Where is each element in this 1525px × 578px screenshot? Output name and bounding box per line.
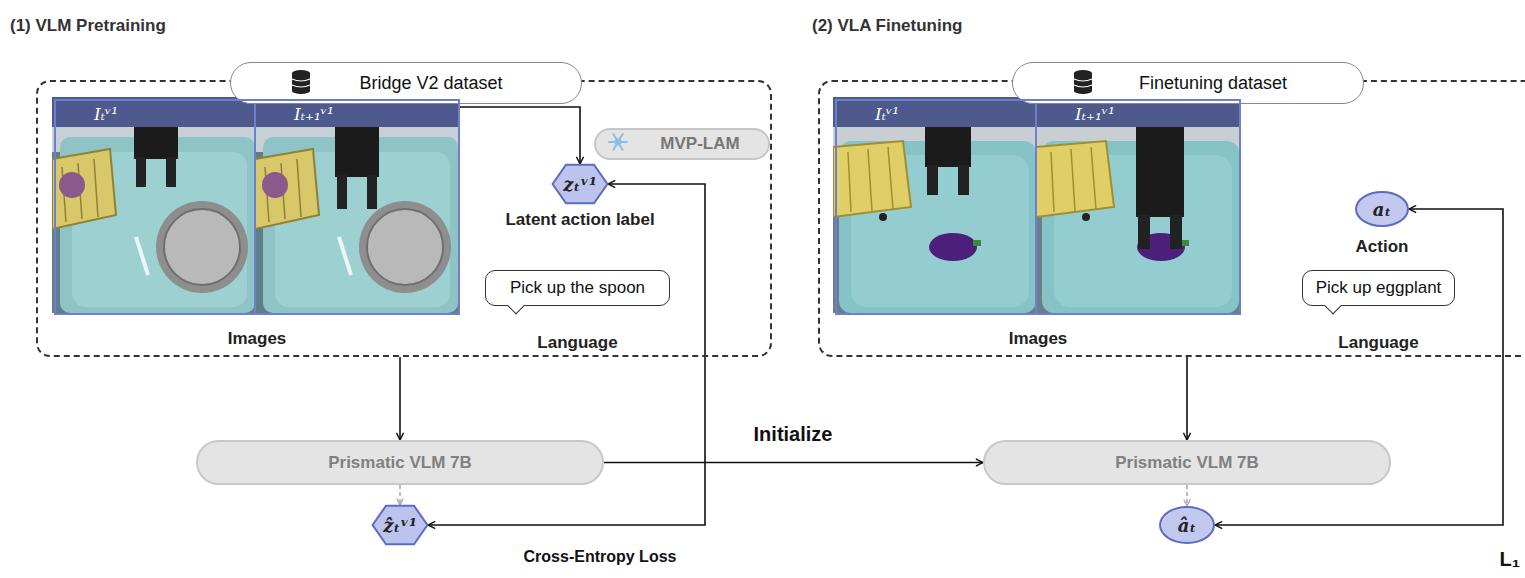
- edge-label: L₁: [1500, 548, 1521, 571]
- speech-bubble: Pick up eggplantLanguage: [1302, 270, 1455, 306]
- database-icon: [292, 70, 310, 94]
- image-caption: Images: [56, 329, 458, 349]
- connector-arrow: [460, 107, 580, 164]
- frame-label: Iₜ₊₁ᵛ¹: [294, 104, 334, 124]
- image-pair: Iₜᵛ¹Iₜ₊₁ᵛ¹Images: [54, 99, 460, 315]
- model-box: Prismatic VLM 7B: [196, 440, 604, 485]
- dashed-panel: (2) VLA FinetuningFinetuning datasetIₜᵛ¹…: [818, 80, 1525, 357]
- connector-arrow: [399, 357, 401, 440]
- model-name: MVP-LAM: [660, 134, 739, 154]
- predicted-oval: âₜ: [1159, 506, 1215, 544]
- edge-label: Cross-Entropy Loss: [524, 548, 677, 566]
- action-symbol: aₜ: [1373, 199, 1391, 220]
- latent-symbol: zₜᵛ¹: [563, 174, 597, 195]
- model-name: Prismatic VLM 7B: [328, 453, 472, 473]
- dataset-pill: Finetuning dataset: [1012, 62, 1364, 104]
- database-icon: [1074, 70, 1092, 94]
- hexagon-outline: [373, 506, 428, 544]
- image-pair: Iₜᵛ¹Iₜ₊₁ᵛ¹Images: [835, 99, 1241, 315]
- action-oval: aₜAction: [1355, 191, 1409, 227]
- bubble-caption: Language: [1338, 333, 1418, 353]
- dataset-name: Bridge V2 dataset: [359, 73, 502, 94]
- model-name: Prismatic VLM 7B: [1115, 453, 1259, 473]
- frame-label: Iₜ₊₁ᵛ¹: [1075, 104, 1115, 124]
- action-symbol: âₜ: [1178, 515, 1196, 536]
- latent-symbol: ẑₜᵛ¹: [383, 515, 417, 536]
- frame-label: Iₜᵛ¹: [94, 104, 118, 124]
- edge-label: Initialize: [754, 423, 833, 446]
- hexagon-caption: Latent action label: [505, 210, 654, 230]
- panel-heading: (2) VLA Finetuning: [812, 16, 962, 36]
- connector-arrow: [1186, 485, 1188, 506]
- latent-hexagon: zₜᵛ¹Latent action label: [552, 164, 608, 204]
- model-box: Prismatic VLM 7B: [983, 440, 1391, 485]
- predicted-hexagon: ẑₜᵛ¹: [372, 505, 428, 545]
- snowflake-icon: [609, 134, 627, 150]
- instruction-text: Pick up the spoon: [510, 278, 645, 298]
- connector-arrow: [604, 462, 983, 464]
- connector-arrow: [399, 485, 401, 505]
- oval-caption: Action: [1356, 237, 1409, 257]
- bubble-caption: Language: [537, 333, 617, 353]
- speech-bubble: Pick up the spoonLanguage: [485, 270, 670, 306]
- image-caption: Images: [837, 329, 1239, 349]
- dashed-panel: (1) VLM PretrainingBridge V2 datasetIₜᵛ¹…: [36, 80, 772, 357]
- dataset-pill: Bridge V2 dataset: [230, 62, 582, 104]
- dataset-name: Finetuning dataset: [1139, 73, 1287, 94]
- connector-arrow: [1186, 357, 1188, 440]
- frame-label: Iₜᵛ¹: [875, 104, 899, 124]
- panel-heading: (1) VLM Pretraining: [10, 16, 166, 36]
- hexagon-outline: [553, 165, 608, 203]
- instruction-text: Pick up eggplant: [1316, 278, 1442, 298]
